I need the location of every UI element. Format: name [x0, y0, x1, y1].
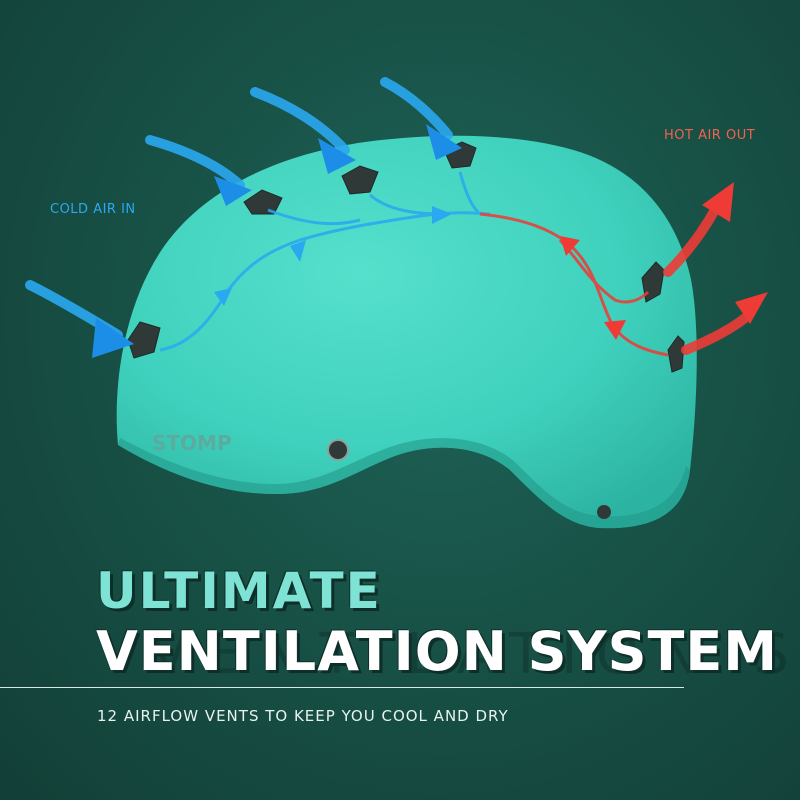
helmet-rim-shadow	[118, 438, 690, 529]
helmet-snap	[597, 505, 611, 519]
vent	[341, 165, 379, 195]
cold-arrowhead	[426, 124, 462, 160]
vent	[127, 321, 161, 359]
hot-arrowheads	[702, 182, 768, 324]
cold-arrowheads	[92, 124, 462, 358]
cold-arrowhead	[214, 176, 252, 206]
cold-flow-markers	[214, 206, 452, 306]
vent	[667, 335, 685, 373]
helmet-snap	[327, 439, 349, 461]
hot-airflow-path	[479, 212, 669, 357]
headline-ghost: VENTILATION SYSTEM	[150, 622, 800, 687]
cold-air-label: COLD AIR IN	[50, 202, 136, 217]
helmet-vents	[127, 141, 685, 373]
helmet-brand: STOMP	[152, 431, 232, 455]
cold-arrow	[380, 77, 453, 140]
cold-arrow	[145, 135, 245, 190]
cold-arrowhead	[92, 318, 134, 358]
hot-air-label: HOT AIR OUT	[664, 128, 756, 143]
cold-arrow	[250, 87, 350, 155]
headline-line-2: VENTILATION SYSTEM	[96, 620, 778, 683]
divider	[0, 687, 684, 688]
subtitle: 12 AIRFLOW VENTS TO KEEP YOU COOL AND DR…	[97, 707, 509, 725]
vent	[243, 189, 283, 215]
hot-air-arrows	[663, 203, 750, 355]
headline-line-1: ULTIMATE	[96, 562, 382, 620]
hot-flow-markers	[560, 236, 626, 340]
hot-arrow	[681, 313, 750, 355]
hot-arrow	[663, 203, 721, 277]
hot-arrowhead	[702, 182, 734, 222]
cold-arrowhead	[318, 138, 356, 174]
hot-arrowhead	[735, 292, 768, 324]
helmet-shell	[116, 135, 697, 529]
